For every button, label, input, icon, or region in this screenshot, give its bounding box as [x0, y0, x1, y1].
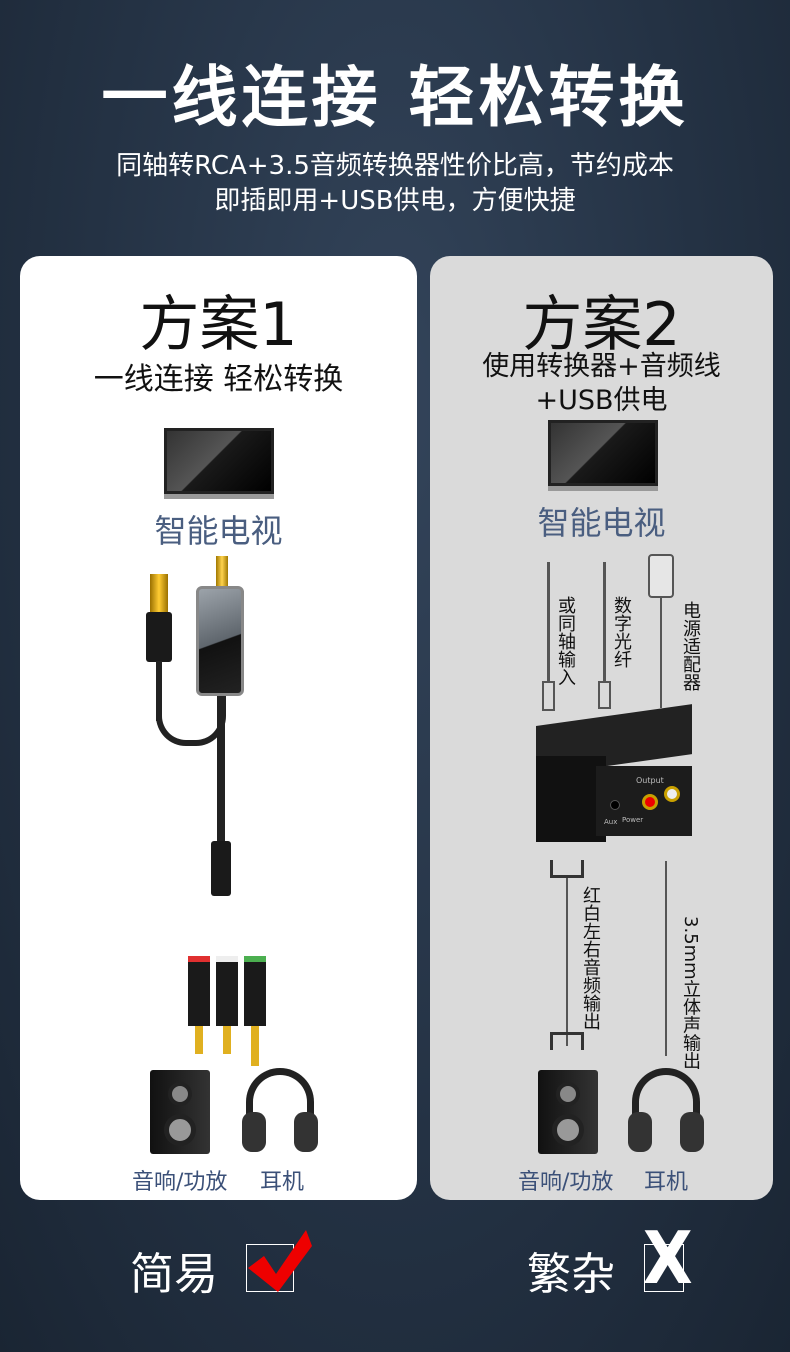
subtitle-line1: 同轴转RCA+3.5音频转换器性价比高，节约成本 [116, 151, 674, 181]
speaker-icon [150, 1070, 210, 1154]
subtitle-line2: 即插即用+USB供电，方便快捷 [214, 186, 576, 216]
plan2-card: 方案2 使用转换器+音频线 +USB供电 智能电视 或同轴输入 数字光纤 电源适… [430, 256, 773, 1200]
plan1-card: 方案1 一线连接 轻松转换 智能电视 音响/功放 耳机 [20, 256, 417, 1200]
rca-label: 红白左右音频输出 [580, 886, 601, 1030]
stereo-label: 3.5mm立体声输出 [680, 916, 701, 1070]
plan1-speaker-label: 音响/功放 [132, 1170, 228, 1195]
plan1-headphone-label: 耳机 [260, 1170, 305, 1195]
plan2-description-line2: +USB供电 [535, 385, 668, 416]
plan2-tv-label: 智能电视 [537, 504, 666, 542]
tv-icon [548, 420, 658, 486]
tv-icon [164, 428, 274, 494]
coax-cable-icon [547, 562, 550, 682]
complex-label: 繁杂 [527, 1249, 615, 1300]
headphone-icon [242, 1068, 318, 1154]
headphone-icon [628, 1068, 704, 1154]
adapter-label: 电源适配器 [680, 601, 701, 691]
plan2-headphone-label: 耳机 [644, 1170, 689, 1195]
rca-cable-icon [566, 876, 568, 1046]
plan2-title: 方案2 [522, 290, 681, 360]
checkbox-frame [644, 1244, 684, 1292]
plan1-title: 方案1 [139, 290, 298, 360]
power-adapter-icon [648, 554, 674, 598]
simple-label: 简易 [130, 1249, 218, 1300]
checkmark-icon [248, 1230, 312, 1292]
main-title: 一线连接 轻松转换 [101, 59, 689, 136]
optical-label: 数字光纤 [611, 596, 632, 668]
plan2-description-line1: 使用转换器+音频线 [482, 351, 721, 382]
optical-cable-icon [603, 562, 606, 682]
speaker-icon [538, 1070, 598, 1154]
plan1-tv-label: 智能电视 [154, 512, 283, 550]
coax-label: 或同轴输入 [555, 596, 576, 686]
stereo-cable-icon [665, 861, 667, 1056]
plan1-description: 一线连接 轻松转换 [93, 362, 344, 397]
plan2-speaker-label: 音响/功放 [518, 1170, 614, 1195]
cross-icon: X [642, 1216, 693, 1300]
converter-box-icon: Output Aux Power [536, 704, 692, 842]
